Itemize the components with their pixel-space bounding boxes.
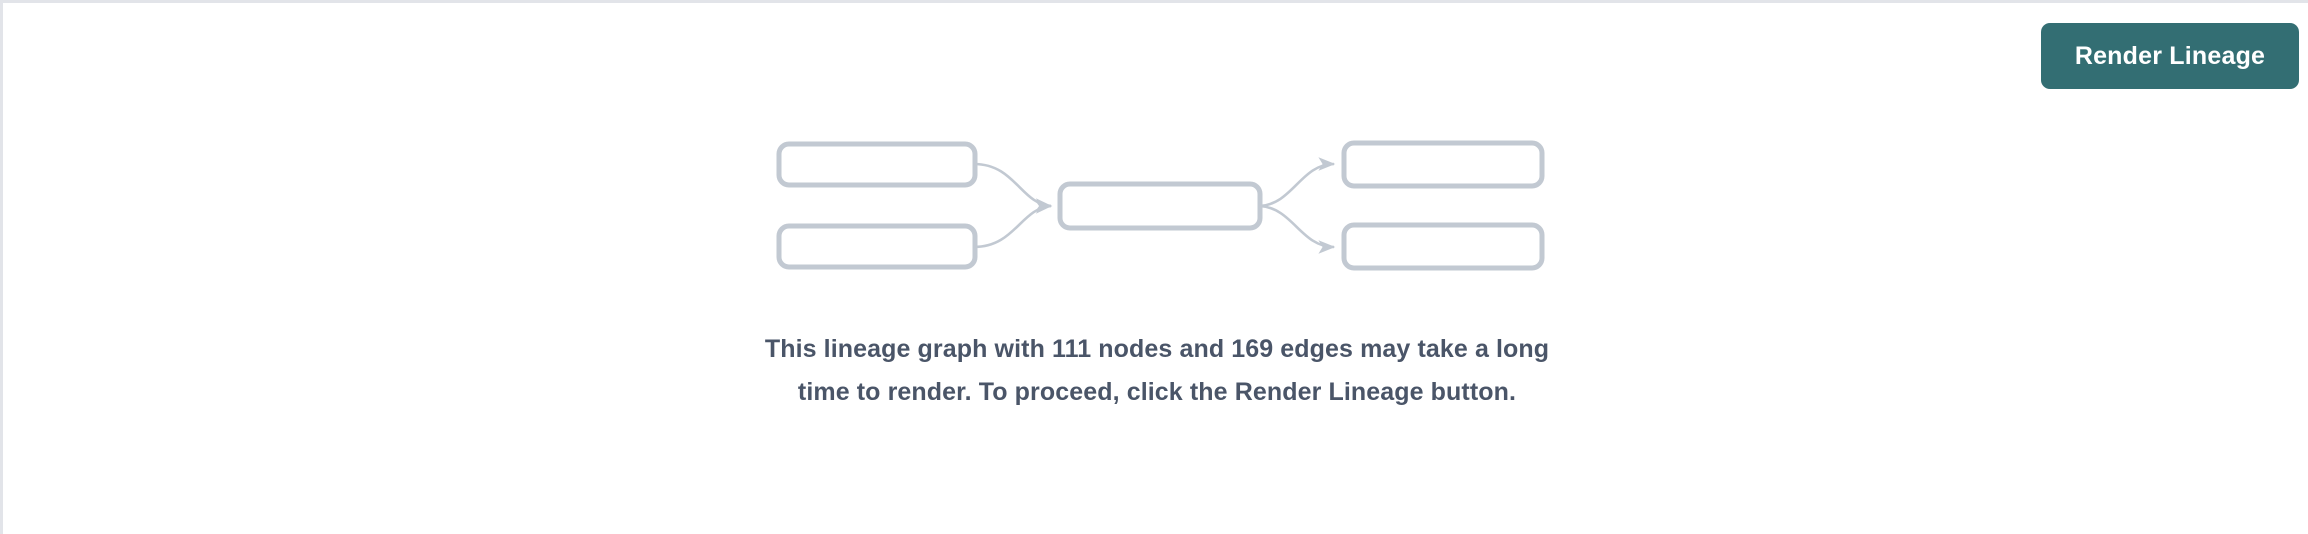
edge-upstream-2-to-center: [973, 200, 1053, 249]
lineage-graph-placeholder: [763, 128, 1563, 288]
render-lineage-button[interactable]: Render Lineage: [2041, 23, 2299, 89]
graph-node-downstream-1: [1341, 140, 1545, 189]
graph-node-center: [1057, 181, 1263, 231]
lineage-warning-message: This lineage graph with 111 nodes and 16…: [764, 335, 1550, 406]
graph-node-downstream-2: [1341, 222, 1545, 271]
edge-center-to-downstream-2: [1259, 204, 1336, 254]
graph-node-upstream-2: [776, 223, 978, 270]
graph-node-upstream-1: [776, 141, 978, 188]
edge-center-to-downstream-1: [1259, 157, 1336, 208]
edge-upstream-1-to-center: [973, 162, 1053, 212]
